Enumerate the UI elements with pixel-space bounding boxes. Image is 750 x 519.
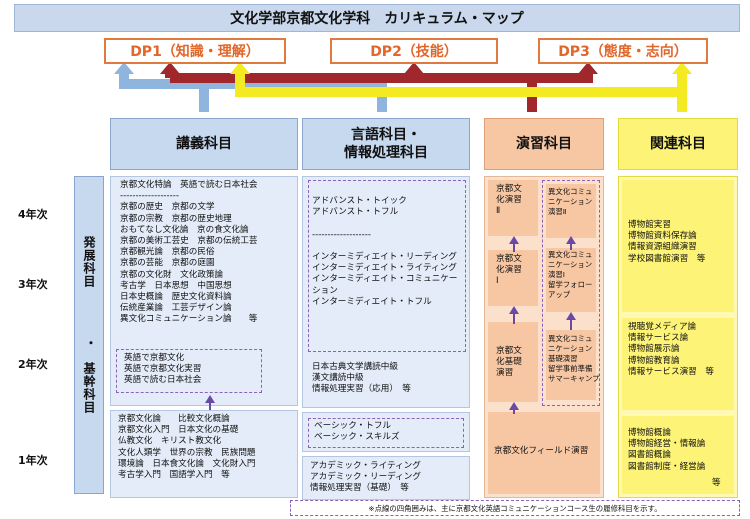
column-header-related: 関連科目 — [618, 118, 738, 170]
language-advanced-list: アドバンスト・トイック アドバンスト・トフル -----------------… — [312, 196, 458, 307]
lecture-english-list: 英語で京都文化 英語で京都文化実習 英語で読む日本社会 — [124, 353, 202, 386]
side-category-band — [74, 176, 104, 494]
dp2-box: DP2（技能） — [330, 38, 498, 64]
year-label-1: 1年次 — [18, 454, 48, 467]
year-label-2: 2年次 — [18, 358, 48, 371]
seminar-left-2-label: 京都文 化基礎 演習 — [496, 346, 522, 379]
language-basic-box — [308, 418, 464, 448]
lecture-english-box — [116, 349, 262, 393]
lecture-advanced-area — [110, 176, 298, 406]
dp1-box: DP1（知識・理解） — [104, 38, 286, 64]
seminar-left-2 — [488, 322, 538, 402]
seminar-arrow-r3 — [566, 312, 576, 330]
related-4-list: 博物館実習 博物館資料保存論 情報資源組織演習 学校図書館演習 等 — [628, 220, 706, 264]
seminar-arrow-r4 — [566, 236, 576, 250]
side-label-advanced: 発展科目 — [82, 236, 96, 288]
lecture-basic-list: 京都文化論 比較文化概論 京都文化入門 日本文化の基礎 仏教文化 キリスト教文化… — [118, 414, 256, 481]
related-4 — [622, 180, 734, 312]
column-header-language: 言語科目・ 情報処理科目 — [302, 118, 470, 170]
seminar-right-4 — [546, 184, 596, 238]
language-middle-list: 日本古典文学講読中級 漢文講読中級 情報処理実習（応用） 等 — [312, 362, 411, 395]
seminar-left-4-label: 京都文 化演習 Ⅱ — [496, 184, 522, 217]
seminar-english-box — [542, 180, 600, 406]
lecture-basic-area — [110, 410, 298, 498]
side-label-dot: ・ — [85, 336, 98, 350]
seminar-left-3-label: 京都文 化演習 Ⅰ — [496, 254, 522, 287]
column-header-seminar: 演習科目 — [484, 118, 604, 170]
seminar-field-label: 京都文化フィールド演習 — [494, 446, 589, 456]
dp3-box: DP3（態度・志向） — [538, 38, 708, 64]
related-1 — [622, 416, 734, 494]
page-title: 文化学部京都文化学科 カリキュラム・マップ — [14, 4, 740, 32]
column-header-lecture: 講義科目 — [110, 118, 298, 170]
seminar-arrow-l3 — [509, 306, 519, 324]
related-1-list: 博物館概論 博物館経営・情報論 図書館概論 図書館制度・経営論 — [628, 428, 706, 472]
year-label-3: 3年次 — [18, 278, 48, 291]
related-2-list: 視聴覚メディア論 情報サービス論 博物館展示論 博物館教育論 情報サービス演習 … — [628, 322, 714, 377]
seminar-right-3 — [546, 248, 596, 312]
related-2 — [622, 318, 734, 410]
language-first-list: アカデミック・ライティング アカデミック・リーディング 情報処理実習（基礎） 等 — [310, 461, 421, 494]
seminar-right-2-label: 異文化コミュ ニケーション 基礎演習 留学事前準備 サマーキャンプ — [548, 334, 600, 383]
seminar-right-3-label: 異文化コミュ ニケーション 演習Ⅰ 留学フォロー アップ — [548, 250, 593, 299]
seminar-arrow-l4 — [509, 236, 519, 252]
footnote: ※点線の四角囲みは、主に京都文化英語コミュニケーションコース生の履修科目を示す。 — [290, 500, 740, 516]
seminar-right-4-label: 異文化コミュ ニケーション 演習Ⅱ — [548, 187, 593, 216]
seminar-left-3 — [488, 250, 538, 306]
seminar-left-4 — [488, 180, 538, 236]
language-first-area — [302, 456, 470, 500]
lecture-advanced-list: 京都文化特論 英語で読む日本社会 ------------------- 京都の… — [120, 180, 258, 325]
language-advanced-box — [308, 180, 466, 352]
related-1-etc: 等 — [712, 478, 721, 488]
language-basic-list: ベーシック・トフル ベーシック・スキルズ — [314, 421, 400, 443]
seminar-field — [488, 412, 600, 494]
side-label-basic: 基幹科目 — [82, 362, 96, 414]
language-advanced-area — [302, 176, 470, 408]
seminar-right-2 — [546, 330, 596, 400]
seminar-arrow-l2 — [509, 402, 519, 414]
year-label-4: 4年次 — [18, 208, 48, 221]
